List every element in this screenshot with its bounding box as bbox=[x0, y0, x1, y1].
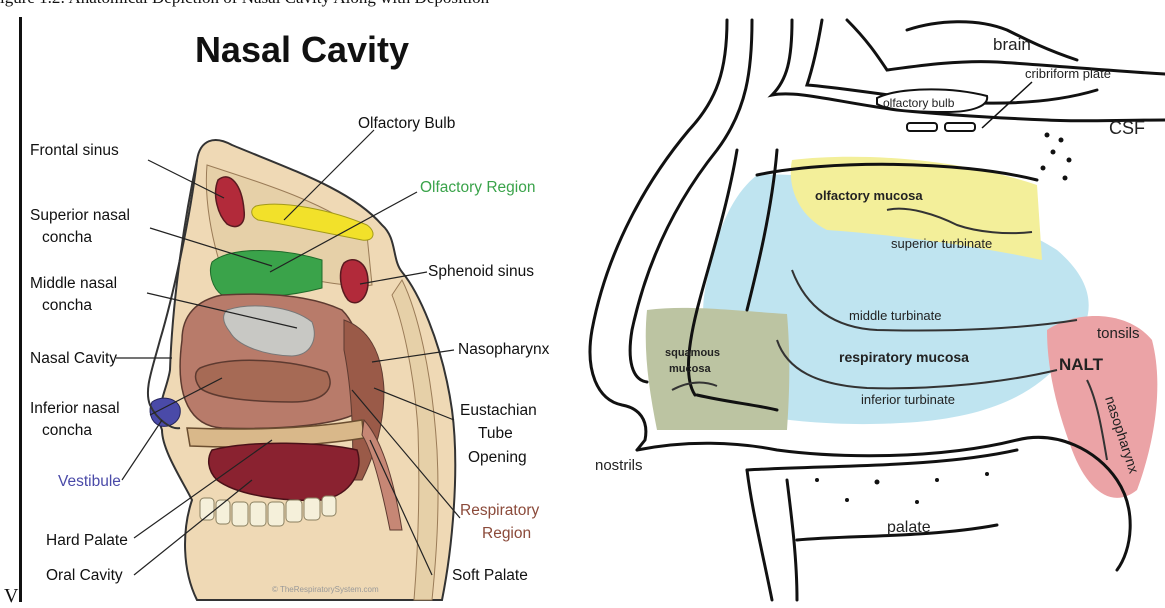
label-hard-palate: Hard Palate bbox=[46, 532, 128, 549]
label-squamous-2: mucosa bbox=[669, 363, 711, 375]
label-palate: palate bbox=[887, 519, 931, 536]
label-superior-turbinate: superior turbinate bbox=[891, 236, 992, 251]
palate-dots bbox=[815, 472, 989, 504]
nasal-mucosa-diagram: brain cribriform plate olfactory bulb CS… bbox=[577, 10, 1165, 602]
nasal-cavity-diagram: Nasal Cavity Frontal sinus Superior nasa… bbox=[22, 10, 577, 602]
label-brain: brain bbox=[993, 35, 1031, 54]
label-sphenoid-sinus: Sphenoid sinus bbox=[428, 263, 534, 280]
label-eustachian-1: Eustachian bbox=[460, 402, 537, 419]
label-cribriform-plate: cribriform plate bbox=[1025, 66, 1111, 81]
label-oral-cavity: Oral Cavity bbox=[46, 567, 123, 584]
label-nalt: NALT bbox=[1059, 355, 1104, 374]
label-inferior-turbinate: inferior turbinate bbox=[861, 392, 955, 407]
diagram-title: Nasal Cavity bbox=[195, 29, 409, 70]
label-inferior-concha-1: Inferior nasal bbox=[30, 400, 120, 417]
label-olfactory-region: Olfactory Region bbox=[420, 179, 535, 196]
cribriform-slot-1 bbox=[907, 123, 937, 131]
label-respiratory-2: Region bbox=[482, 525, 531, 542]
label-nasopharynx: Nasopharynx bbox=[458, 341, 550, 358]
label-superior-concha-1: Superior nasal bbox=[30, 207, 130, 224]
label-middle-turbinate: middle turbinate bbox=[849, 308, 942, 323]
cribriform-pointer bbox=[982, 82, 1032, 128]
label-superior-concha-2: concha bbox=[42, 229, 92, 246]
label-frontal-sinus: Frontal sinus bbox=[30, 142, 119, 159]
nasal-cavity-svg: Nasal Cavity Frontal sinus Superior nasa… bbox=[22, 10, 577, 602]
corner-character: V bbox=[4, 585, 18, 608]
sphenoid-sinus-shape bbox=[341, 260, 369, 303]
cribriform-slot-2 bbox=[945, 123, 975, 131]
label-vestibule: Vestibule bbox=[58, 473, 121, 490]
label-eustachian-3: Opening bbox=[468, 449, 527, 466]
label-soft-palate: Soft Palate bbox=[452, 567, 528, 584]
top-caption: igure 1.2: Anatomical Depiction of Nasal… bbox=[0, 0, 1165, 8]
label-squamous-1: squamous bbox=[665, 347, 720, 359]
label-olfactory-bulb: Olfactory Bulb bbox=[358, 115, 455, 132]
label-nasal-cavity: Nasal Cavity bbox=[30, 350, 117, 367]
nasal-mucosa-svg: brain cribriform plate olfactory bulb CS… bbox=[577, 10, 1165, 602]
label-olfactory-bulb-r: olfactory bulb bbox=[883, 96, 955, 110]
label-csf: CSF bbox=[1109, 118, 1145, 138]
label-tonsils: tonsils bbox=[1097, 325, 1140, 342]
squamous-mucosa-region bbox=[646, 308, 790, 430]
label-middle-concha-1: Middle nasal bbox=[30, 275, 117, 292]
label-inferior-concha-2: concha bbox=[42, 422, 92, 439]
label-middle-concha-2: concha bbox=[42, 297, 92, 314]
csf-dots bbox=[1041, 133, 1072, 181]
label-nostrils: nostrils bbox=[595, 457, 643, 474]
olfactory-region-shape bbox=[210, 251, 322, 298]
label-olfactory-mucosa: olfactory mucosa bbox=[815, 188, 923, 203]
copyright-text: © TheRespiratorySystem.com bbox=[272, 585, 379, 594]
label-respiratory-1: Respiratory bbox=[460, 502, 539, 519]
label-eustachian-2: Tube bbox=[478, 425, 513, 442]
label-respiratory-mucosa: respiratory mucosa bbox=[839, 349, 969, 365]
left-labels: Frontal sinus Superior nasal concha Midd… bbox=[30, 142, 130, 584]
